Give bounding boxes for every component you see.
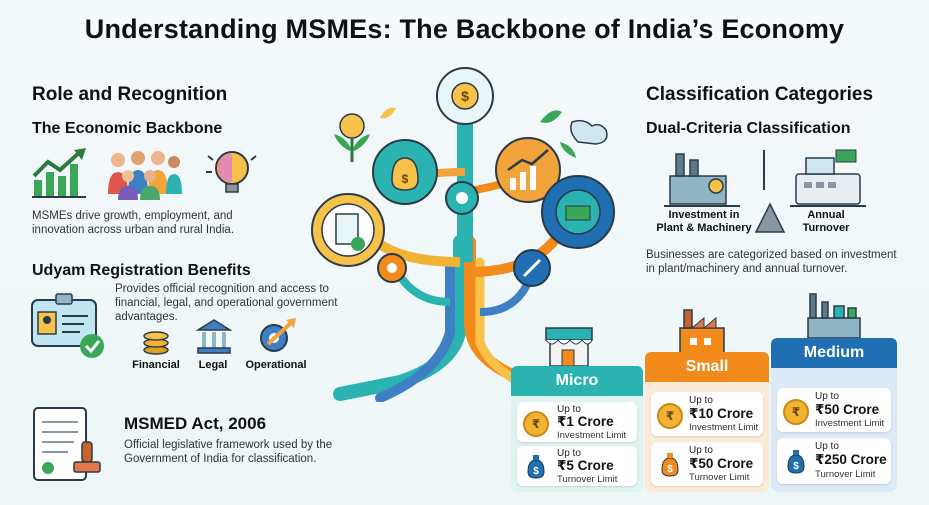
udyam-text-line3: advantages. — [115, 311, 178, 323]
micro-investment-amount: ₹1 Crore — [557, 414, 614, 429]
medium-investment-upto: Up to — [815, 391, 839, 402]
backbone-text-line2: innovation across urban and rural India. — [32, 224, 235, 236]
bag-symbol: $ — [793, 461, 799, 472]
msme-growth-tree-illustration: $ $ — [311, 67, 615, 402]
tier-micro-card: Micro ₹ Up to ₹1 Crore Investment Limit … — [511, 366, 643, 492]
tier-medium-card: Medium ₹ Up to ₹50 Crore Investment Limi… — [771, 338, 897, 492]
micro-turnover-upto: Up to — [557, 448, 581, 459]
micro-investment-limit: Investment Limit — [557, 430, 627, 441]
dual-text-line2: in plant/machinery and annual turnover. — [646, 263, 848, 275]
dual-text-line1: Businesses are categorized based on inve… — [646, 249, 897, 261]
small-investment-upto: Up to — [689, 395, 713, 406]
medium-investment-amount: ₹50 Crore — [815, 402, 880, 417]
benefit-financial-label: Financial — [132, 359, 180, 371]
small-turnover-amount: ₹50 Crore — [689, 456, 754, 471]
small-investment-chip: ₹ Up to ₹10 Crore Investment Limit — [651, 392, 763, 436]
bag-symbol: $ — [533, 466, 539, 477]
economic-backbone-heading: The Economic Backbone — [32, 120, 223, 137]
money-bag-icon: $ — [787, 450, 805, 474]
micro-investment-upto: Up to — [557, 404, 581, 415]
svg-text:$: $ — [461, 88, 469, 104]
criteria-investment-line2: Plant & Machinery — [656, 222, 752, 234]
tier-small-card: Small ₹ Up to ₹10 Crore Investment Limit… — [645, 352, 769, 492]
benefit-legal-label: Legal — [198, 359, 228, 371]
micro-turnover-amount: ₹5 Crore — [557, 458, 614, 473]
backbone-text-line1: MSMEs drive growth, employment, and — [32, 210, 233, 222]
small-turnover-chip: $ Up to ₹50 Crore Turnover Limit — [651, 442, 763, 486]
courthouse-icon — [195, 319, 233, 354]
act-text-line2: Government of India for classification. — [124, 453, 317, 465]
small-turnover-limit: Turnover Limit — [689, 472, 750, 483]
udyam-text-line1: Provides official recognition and access… — [115, 283, 329, 295]
shop-storefront-icon — [545, 327, 593, 367]
bag-symbol: $ — [667, 464, 673, 475]
growth-chart-icon — [32, 148, 86, 198]
criteria-investment-line1: Investment in — [668, 209, 740, 221]
rupee-coin-icon: ₹ — [523, 411, 549, 437]
factory-icon — [679, 309, 725, 355]
medium-turnover-amount: ₹250 Crore — [815, 452, 887, 467]
role-recognition-title: Role and Recognition — [32, 84, 228, 105]
small-investment-limit: Investment Limit — [689, 422, 759, 433]
udyam-heading: Udyam Registration Benefits — [32, 262, 251, 279]
udyam-text-line2: financial, legal, and operational govern… — [115, 297, 338, 309]
scale-balance-illustration — [664, 149, 866, 207]
medium-turnover-limit: Turnover Limit — [815, 469, 876, 480]
criteria-turnover-line2: Turnover — [802, 222, 850, 234]
gear-arrow-icon — [260, 318, 296, 352]
money-bag-icon: $ — [661, 453, 679, 477]
money-bag-icon: $ — [527, 455, 545, 479]
svg-text:$: $ — [402, 172, 409, 186]
innovation-brain-bulb-icon — [206, 151, 257, 193]
page-title: Understanding MSMEs: The Backbone of Ind… — [84, 14, 845, 44]
act-text-line1: Official legislative framework used by t… — [124, 439, 333, 451]
criteria-turnover-line1: Annual — [807, 209, 845, 221]
legal-document-stamp-icon — [33, 407, 101, 481]
classification-categories-title: Classification Categories — [646, 84, 874, 105]
people-group-icon — [108, 151, 182, 200]
medium-turnover-upto: Up to — [815, 441, 839, 452]
medium-turnover-chip: $ Up to ₹250 Crore Turnover Limit — [777, 438, 891, 484]
benefit-operational-label: Operational — [245, 359, 307, 371]
small-turnover-upto: Up to — [689, 445, 713, 456]
tier-small-header: Small — [645, 352, 769, 382]
small-investment-amount: ₹10 Crore — [689, 406, 754, 421]
medium-investment-chip: ₹ Up to ₹50 Crore Investment Limit — [777, 388, 891, 432]
rupee-coin-icon: ₹ — [657, 403, 683, 429]
industrial-plant-icon — [807, 293, 861, 339]
micro-investment-chip: ₹ Up to ₹1 Crore Investment Limit — [517, 402, 637, 442]
balance-fulcrum-icon — [754, 202, 786, 233]
msmed-act-heading: MSMED Act, 2006 — [124, 414, 267, 433]
id-card-icon — [31, 293, 104, 358]
rupee-coin-icon: ₹ — [783, 399, 809, 425]
medium-investment-limit: Investment Limit — [815, 418, 885, 429]
micro-turnover-limit: Turnover Limit — [557, 474, 618, 485]
micro-turnover-chip: $ Up to ₹5 Crore Turnover Limit — [517, 446, 637, 486]
tier-medium-header: Medium — [771, 338, 897, 368]
coin-stack-icon — [143, 331, 169, 355]
tier-micro-header: Micro — [511, 366, 643, 396]
dual-criteria-heading: Dual-Criteria Classification — [646, 120, 851, 137]
